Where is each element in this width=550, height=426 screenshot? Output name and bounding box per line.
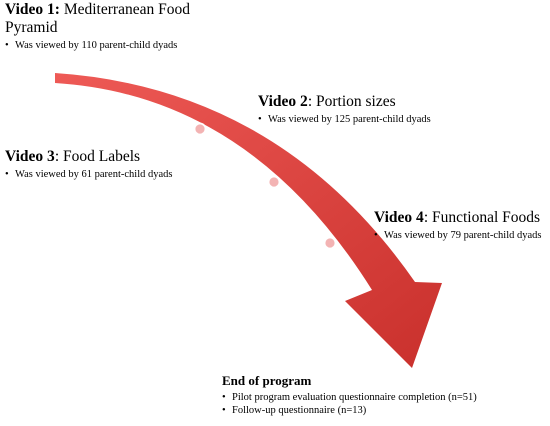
video-2-bullets: Was viewed by 125 parent-child dyads (258, 114, 548, 127)
video-1-title: Video 1: Mediterranean Food Pyramid (5, 1, 190, 36)
evaluation-questionnaire-item: Pilot program evaluation questionnaire c… (222, 392, 548, 405)
step-marker-2 (267, 175, 281, 189)
video-2-block: Video 2: Portion sizes Was viewed by 125… (258, 93, 548, 127)
video-1-bullets: Was viewed by 110 parent-child dyads (5, 40, 215, 53)
video-1-block: Video 1: Mediterranean Food Pyramid Was … (5, 1, 215, 53)
video-3-title: Video 3: Food Labels (5, 148, 141, 165)
curved-arrow (55, 73, 442, 368)
video-3-block: Video 3: Food Labels Was viewed by 61 pa… (5, 148, 265, 182)
video-1-views: Was viewed by 110 parent-child dyads (5, 40, 215, 53)
end-of-program-bullets: Pilot program evaluation questionnaire c… (222, 392, 548, 417)
step-markers (193, 122, 337, 250)
video-4-block: Video 4: Functional Foods Was viewed by … (374, 209, 544, 243)
end-of-program-block: End of program Pilot program evaluation … (222, 373, 548, 417)
follow-up-questionnaire-item: Follow-up questionnaire (n=13) (222, 405, 548, 418)
video-2-views: Was viewed by 125 parent-child dyads (258, 114, 548, 127)
video-4-views: Was viewed by 79 parent-child dyads (374, 230, 544, 243)
video-3-bullets: Was viewed by 61 parent-child dyads (5, 169, 265, 182)
step-marker-1 (193, 122, 207, 136)
step-marker-3 (323, 236, 337, 250)
video-3-views: Was viewed by 61 parent-child dyads (5, 169, 265, 182)
video-4-title: Video 4: Functional Foods (374, 209, 541, 226)
video-2-title: Video 2: Portion sizes (258, 93, 396, 110)
video-4-bullets: Was viewed by 79 parent-child dyads (374, 230, 544, 243)
end-of-program-title: End of program (222, 373, 312, 388)
